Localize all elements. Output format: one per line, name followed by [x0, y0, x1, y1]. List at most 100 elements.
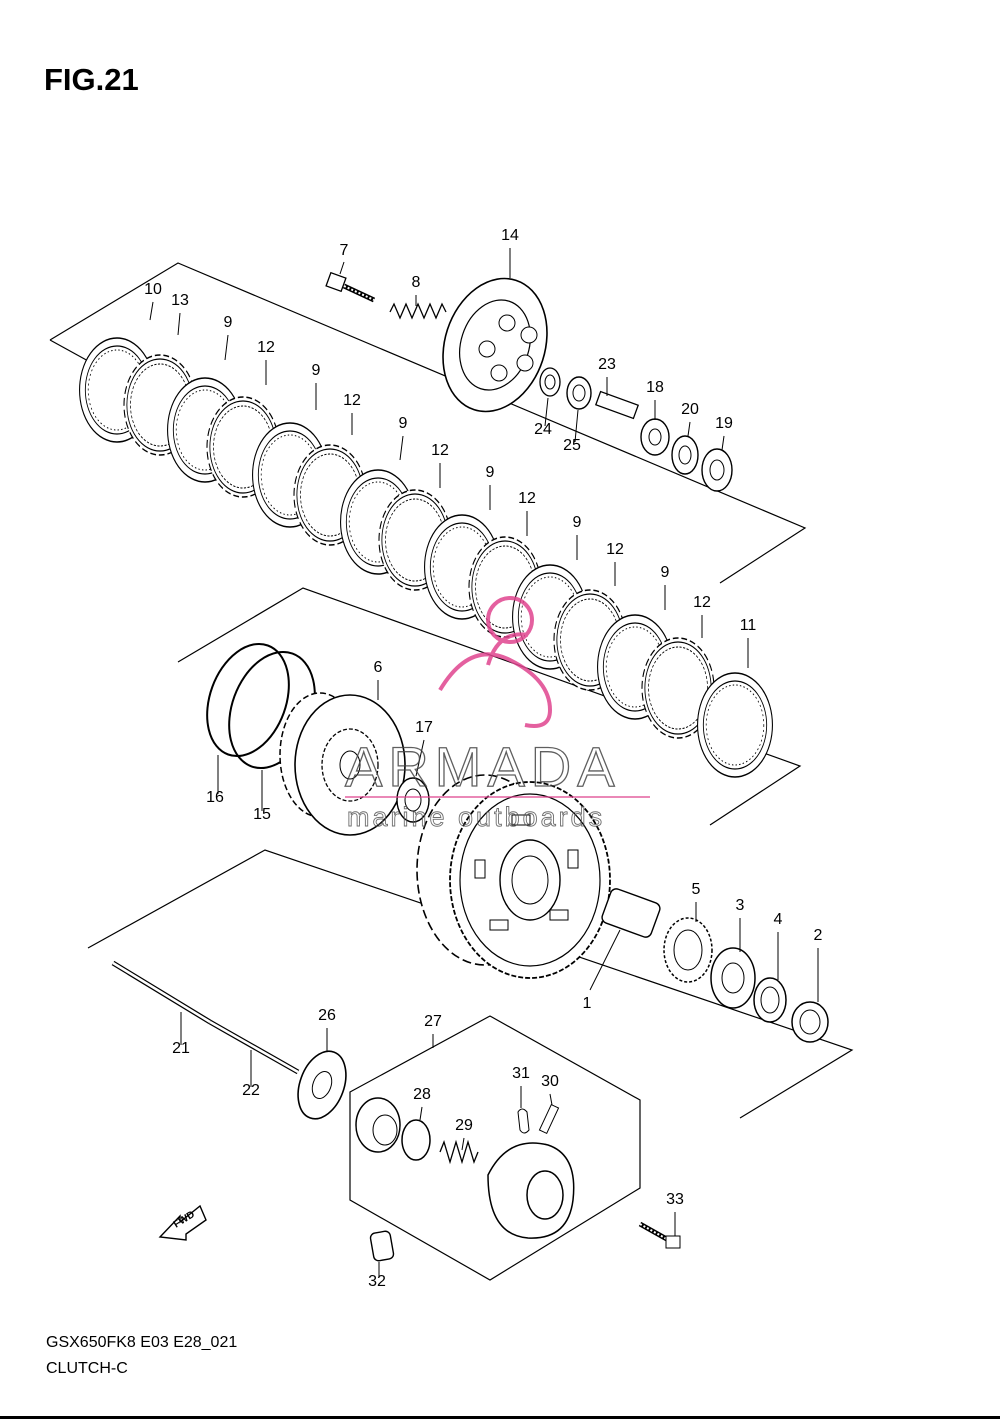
callout-label: 12 — [343, 392, 361, 409]
watermark: ARMADA marine outboards — [344, 596, 650, 832]
callout-labels: 1234567899999910111212121212121314151617… — [144, 227, 822, 1290]
clutch-push-rod — [111, 960, 300, 1075]
spacer-sleeve — [601, 888, 661, 938]
spring-washer-16 — [206, 642, 290, 758]
callout-label: 13 — [171, 292, 189, 309]
leader-line — [574, 409, 579, 443]
callout-label: 32 — [368, 1273, 386, 1290]
callout-label: 4 — [774, 911, 783, 928]
callout-label: 12 — [693, 594, 711, 611]
piston-28 — [355, 1097, 401, 1153]
callout-label: 9 — [661, 564, 670, 581]
callout-label: 10 — [144, 281, 162, 298]
callout-label: 20 — [681, 401, 699, 418]
callout-label: 30 — [541, 1073, 559, 1090]
washer-4 — [753, 977, 787, 1023]
nut-18 — [640, 418, 670, 456]
dowel-pin-32 — [369, 1230, 395, 1262]
spacer-2 — [791, 1001, 829, 1043]
fwd-direction-arrow-icon: FWD — [158, 1204, 207, 1241]
bleed-valve-30 — [538, 1103, 560, 1135]
callout-label: 2 — [814, 927, 823, 944]
leader-line — [399, 435, 404, 461]
washer-3 — [710, 947, 756, 1009]
callout-label: 5 — [692, 881, 701, 898]
leader-line — [721, 435, 725, 451]
callout-label: 6 — [374, 659, 383, 676]
model-code: GSX650FK8 E03 E28_021 — [46, 1334, 238, 1351]
callout-label: 29 — [455, 1117, 473, 1134]
callout-leader-lines — [149, 248, 819, 1276]
callout-label: 33 — [666, 1191, 684, 1208]
clutch-plate-stack — [78, 337, 774, 778]
needle-bearing-5 — [663, 917, 713, 983]
callout-label: 12 — [606, 541, 624, 558]
callout-label: 12 — [518, 490, 536, 507]
callout-label: 18 — [646, 379, 664, 396]
callout-label: 21 — [172, 1040, 190, 1057]
callout-label: 24 — [534, 421, 552, 438]
leader-line — [549, 1093, 553, 1106]
callout-label: 11 — [740, 617, 757, 634]
callout-label: 8 — [412, 274, 421, 291]
release-cylinder-body — [487, 1142, 575, 1239]
primary-driven-gear — [416, 774, 611, 979]
section-name: CLUTCH-C — [46, 1360, 128, 1377]
push-piece-23 — [594, 390, 640, 420]
bleed-cap-31 — [517, 1108, 530, 1134]
leader-line — [461, 1137, 465, 1151]
callout-label: 3 — [736, 897, 745, 914]
callout-label: 14 — [501, 227, 519, 244]
callout-label: 12 — [431, 442, 449, 459]
callout-label: 9 — [486, 464, 495, 481]
hub-assembly-guide-box — [177, 587, 802, 826]
pressure-plate — [442, 277, 548, 413]
washer-19 — [701, 448, 733, 492]
figure-title: FIG.21 — [44, 62, 139, 97]
callout-label: 16 — [206, 789, 224, 806]
callout-label: 19 — [715, 415, 733, 432]
watermark-logo-icon — [438, 596, 553, 728]
callout-label: 7 — [340, 242, 349, 259]
clutch-bolt — [325, 271, 376, 303]
bottom-border — [0, 1416, 1000, 1419]
callout-label: 25 — [563, 437, 581, 454]
leader-line — [415, 739, 425, 777]
friction-plate — [696, 672, 774, 778]
callout-label: 17 — [415, 719, 433, 736]
watermark-tagline: marine outboards — [347, 802, 605, 832]
callout-label: 22 — [242, 1082, 260, 1099]
callout-label: 9 — [573, 514, 582, 531]
release-piston — [297, 1050, 347, 1120]
washer-20 — [671, 435, 699, 475]
callout-label: 23 — [598, 356, 616, 373]
washer-17 — [396, 777, 430, 823]
callout-label: 15 — [253, 806, 271, 823]
washer-24 — [539, 367, 561, 397]
callout-label: 1 — [583, 995, 592, 1012]
piston-spring-29 — [439, 1139, 479, 1165]
leader-line — [544, 397, 549, 427]
leader-line — [149, 301, 154, 321]
watermark-brand: ARMADA — [345, 735, 621, 798]
leader-line — [589, 929, 621, 991]
callout-label: 9 — [399, 415, 408, 432]
callout-label: 12 — [257, 339, 275, 356]
clutch-sleeve-hub — [279, 692, 406, 836]
callout-label: 27 — [424, 1013, 442, 1030]
callout-label: 26 — [318, 1007, 336, 1024]
callout-label: 28 — [413, 1086, 431, 1103]
leader-line — [687, 421, 691, 437]
callout-label: 31 — [512, 1065, 530, 1082]
bolt-33 — [638, 1221, 681, 1249]
leader-line — [224, 334, 229, 361]
leader-line — [177, 312, 181, 336]
leader-line — [419, 1106, 423, 1121]
bearing-25 — [566, 376, 592, 410]
release-cylinder-guide-box — [349, 1015, 641, 1281]
callout-label: 9 — [224, 314, 233, 331]
leader-line — [339, 261, 345, 275]
seal-28 — [401, 1119, 431, 1161]
